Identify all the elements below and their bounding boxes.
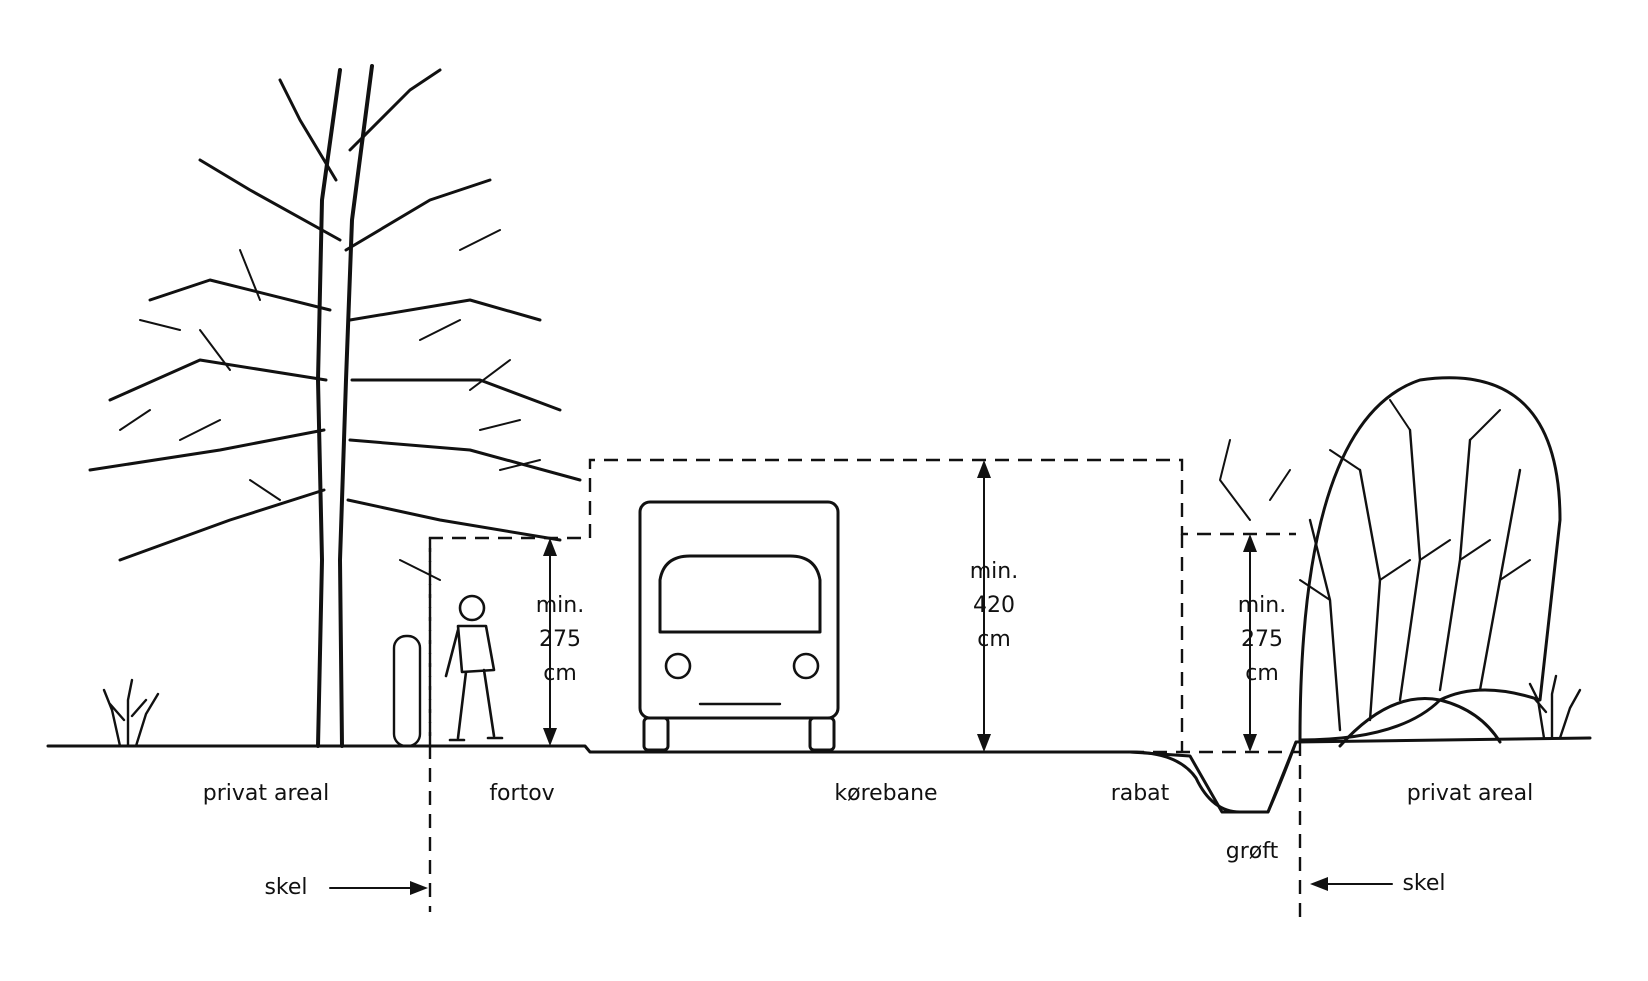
svg-text:min.: min. (536, 593, 584, 618)
svg-text:cm: cm (1245, 661, 1279, 686)
dimension-arrow-roadway (977, 460, 991, 752)
pedestrian-figure (444, 594, 504, 742)
svg-text:min.: min. (970, 559, 1018, 584)
label-private-area-right: privat areal (1407, 781, 1533, 806)
label-boundary-left: skel (264, 875, 307, 900)
clearance-label-sidewalk: min. 275 cm (536, 593, 584, 686)
svg-text:420: 420 (973, 593, 1015, 618)
tree-illustration (88, 64, 582, 748)
svg-text:min.: min. (1238, 593, 1286, 618)
dimension-arrow-sidewalk (543, 538, 557, 746)
ditch-profile (1128, 740, 1298, 814)
svg-text:275: 275 (1241, 627, 1283, 652)
clearance-label-roadway: min. 420 cm (970, 559, 1018, 652)
boundary-arrow-right (1310, 877, 1393, 891)
svg-text:cm: cm (543, 661, 577, 686)
label-boundary-right: skel (1402, 871, 1445, 896)
hedge-illustration (1219, 376, 1562, 748)
label-verge: rabat (1111, 781, 1170, 806)
dimension-arrow-verge (1243, 534, 1257, 752)
label-private-area-left: privat areal (203, 781, 329, 806)
clearance-label-verge: min. 275 cm (1238, 593, 1286, 686)
small-shrub-right (1528, 674, 1582, 740)
truck-illustration (638, 500, 840, 752)
label-ditch: grøft (1226, 839, 1279, 864)
hedge-post (392, 634, 422, 748)
svg-text:cm: cm (977, 627, 1011, 652)
svg-text:275: 275 (539, 627, 581, 652)
label-sidewalk: fortov (489, 781, 554, 806)
label-roadway: kørebane (834, 781, 937, 806)
small-shrub-left (102, 678, 160, 748)
boundary-arrow-left (329, 881, 428, 895)
